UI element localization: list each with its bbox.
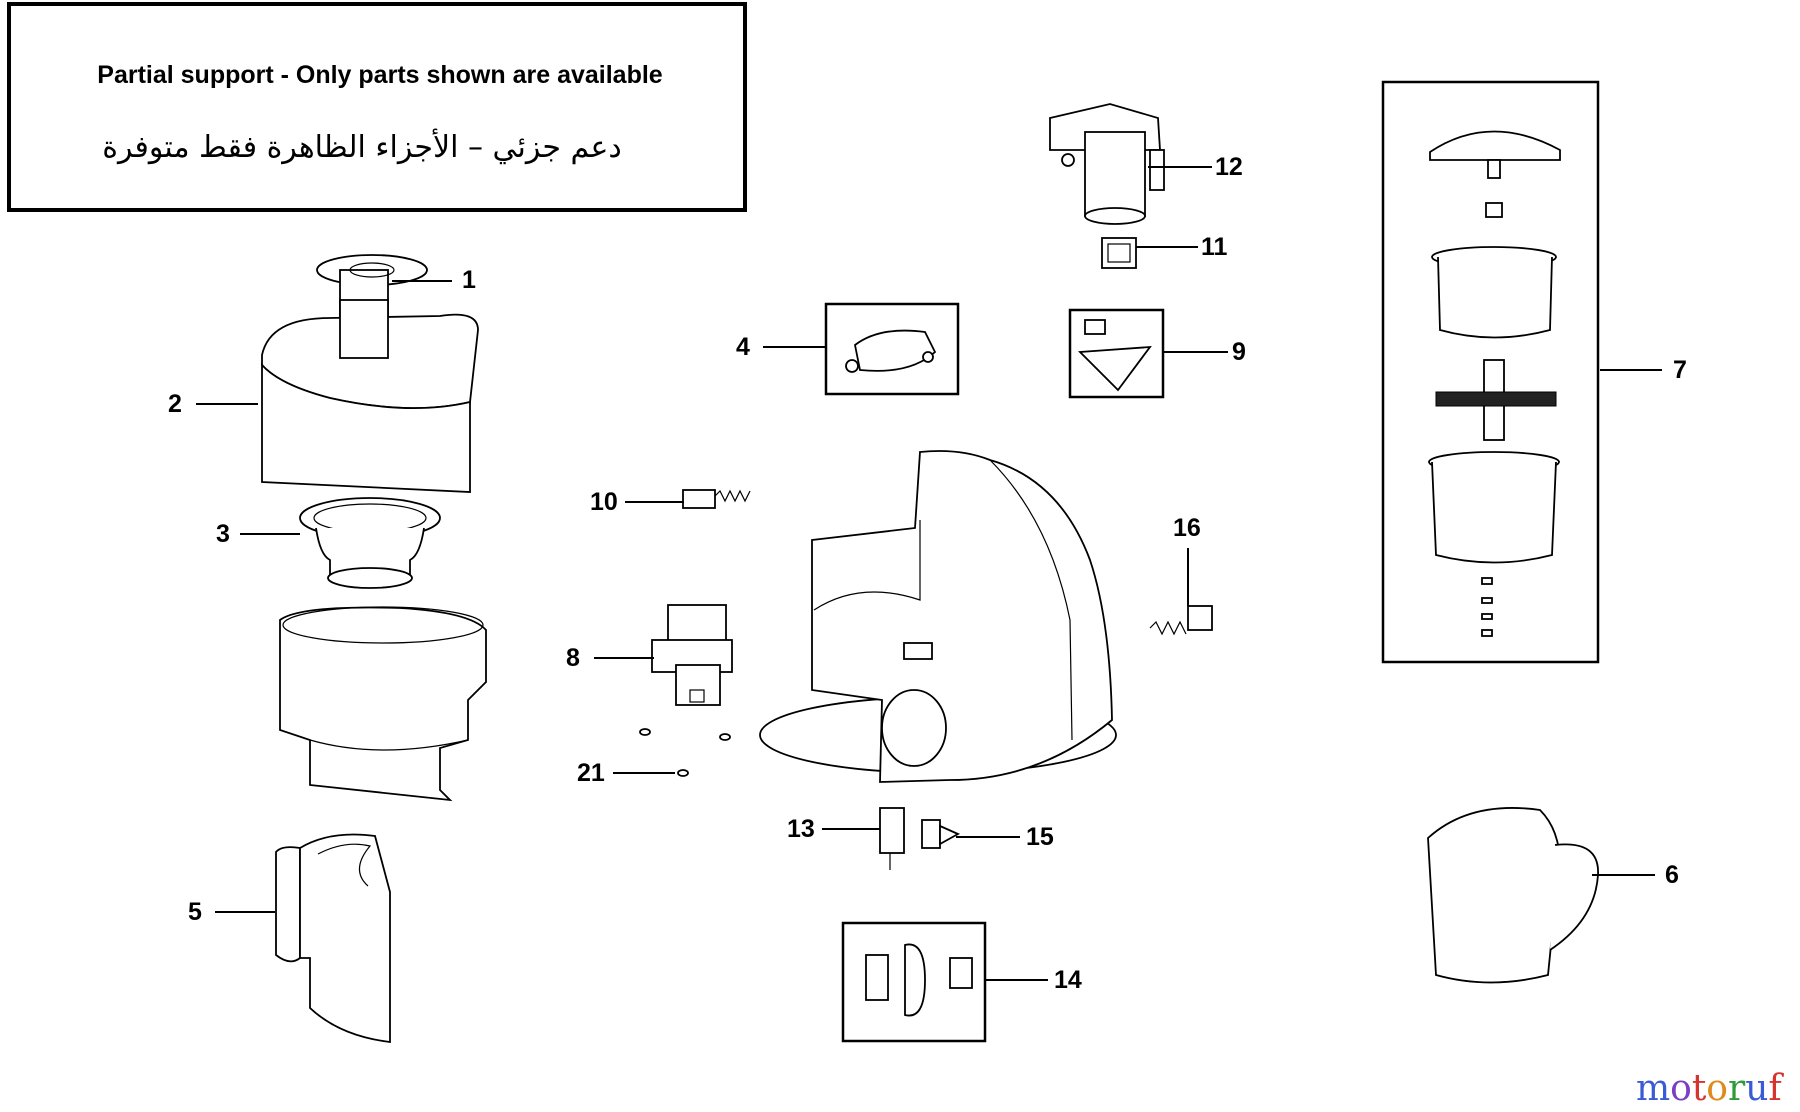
part-9-plate[interactable] [1068,308,1165,399]
motoruf-watermark-logo: motoruf [1636,1068,1784,1109]
callout-1: 1 [462,266,476,294]
callout-10: 10 [590,488,618,516]
watermark-letter: o [1706,1068,1728,1109]
watermark-letter: o [1670,1068,1692,1109]
part-14-switch-kit[interactable] [841,921,987,1043]
part-10-brush[interactable] [682,489,751,509]
callout-6: 6 [1665,861,1679,889]
part-16-brush[interactable] [1149,605,1213,636]
watermark-letter: t [1692,1068,1707,1109]
callout-5: 5 [188,898,202,926]
callout-15: 15 [1026,823,1054,851]
callout-9: 9 [1232,338,1246,366]
callout-2: 2 [168,390,182,418]
callout-4: 4 [736,333,750,361]
part-5-pulp-container[interactable] [275,833,391,1044]
part-6-juice-jug[interactable] [1427,807,1599,984]
watermark-letter: m [1636,1068,1670,1109]
callout-11: 11 [1201,233,1228,261]
notice-english: Partial support - Only parts shown are a… [97,61,663,89]
notice-arabic: دعم جزئي – الأجزاء الظاهرة فقط متوفرة [102,127,621,165]
callout-12: 12 [1215,153,1243,181]
part-11-bracket[interactable] [1101,237,1137,269]
callout-13: 13 [787,815,815,843]
part-21-washers[interactable] [639,728,731,777]
part-8-bearing-housing[interactable] [651,604,733,706]
part-13-plate[interactable] [879,807,905,870]
part-3-filter-basket[interactable] [299,497,441,589]
callout-21: 21 [577,759,605,787]
watermark-letter: r [1728,1068,1746,1109]
watermark-text: motoruf [1636,1068,1784,1109]
callout-16: 16 [1173,514,1201,542]
part-15-knob[interactable] [921,819,961,849]
part-2-cover[interactable] [261,299,479,493]
part-7-drive-assembly[interactable] [1381,80,1600,664]
watermark-letter: u [1745,1068,1768,1109]
partial-support-notice: Partial support - Only parts shown are a… [7,2,747,212]
main-base-housing [759,450,1117,783]
callout-7: 7 [1673,356,1687,384]
watermark-letter: f [1768,1068,1784,1109]
callout-14: 14 [1054,966,1082,994]
part-4-switch-assembly[interactable] [824,302,960,396]
callout-3: 3 [216,520,230,548]
part-12-motor[interactable] [1049,103,1165,225]
juicer-bowl-housing [279,606,487,802]
callout-8: 8 [566,644,580,672]
